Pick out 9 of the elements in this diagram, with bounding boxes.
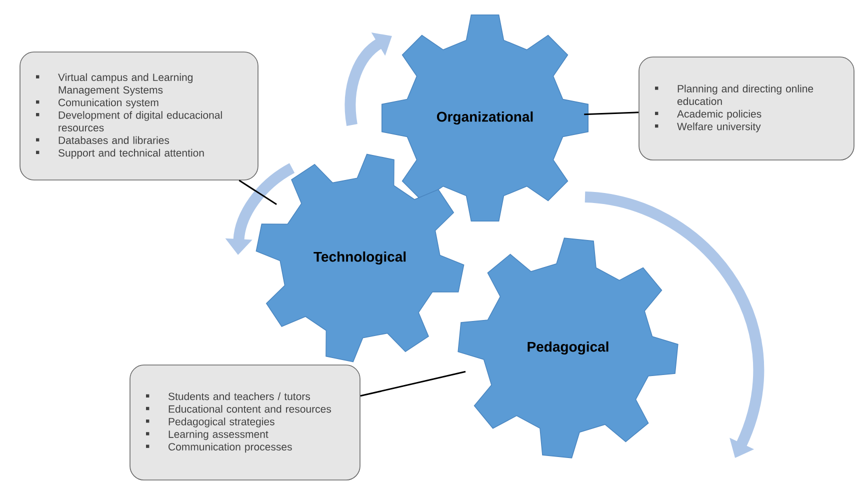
connector-line xyxy=(360,370,466,397)
gear: Organizational xyxy=(382,14,588,222)
text-box: Virtual campus and Learning Management Systems Comunication system Development of digital educacional resources Databases and libraries Support and technical attention xyxy=(20,52,258,180)
gear: Technological xyxy=(256,154,464,362)
text-box: Planning and directing online education Academic policies Welfare university xyxy=(638,56,854,160)
text-box: Students and teachers / tutors Educational content and resources Pedagogical strategies Learning assessment Communication processes xyxy=(130,364,360,480)
gear: Pedagogical xyxy=(458,238,678,458)
connector-line xyxy=(238,180,277,206)
connector-line xyxy=(584,112,639,116)
